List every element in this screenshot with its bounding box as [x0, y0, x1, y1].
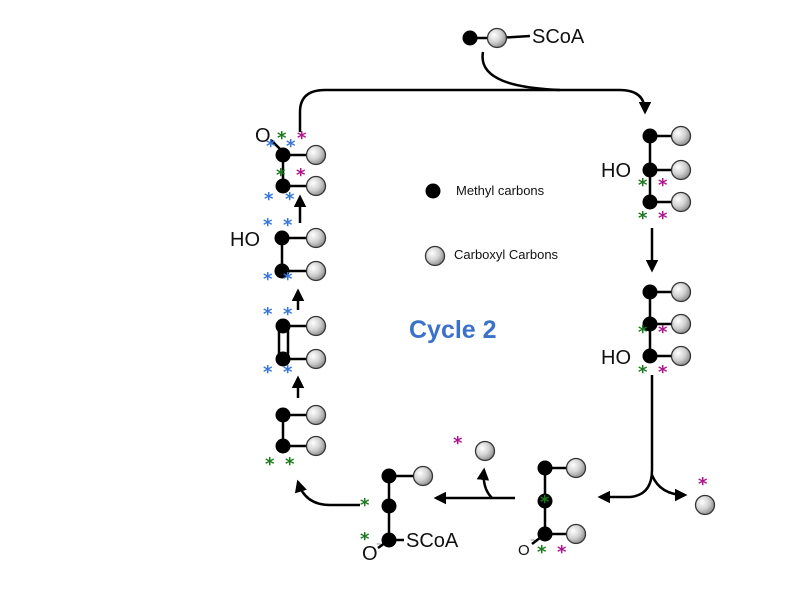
star-blue: * [263, 215, 273, 236]
molecule-left-bottom [275, 404, 327, 457]
scoa-label-top: SCoA [532, 26, 585, 48]
star-blue: * [263, 304, 273, 325]
carboxyl-atom [486, 27, 508, 49]
arrow-release-carboxyl [650, 474, 688, 502]
star-blue: * [263, 362, 273, 383]
star-green: * [360, 529, 370, 550]
legend-methyl-label: Methyl carbons [456, 183, 545, 198]
o-minus-right: O [518, 542, 530, 559]
star-magenta: * [658, 175, 668, 196]
arrow-bottom-return [294, 479, 360, 507]
star-green: * [285, 454, 295, 475]
molecule-left-hydroxyl: HO [230, 227, 327, 282]
legend-carboxyl-label: Carboxyl Carbons [454, 247, 559, 262]
star-magenta: * [698, 474, 708, 495]
svg-text:⁻: ⁻ [530, 537, 535, 548]
star-green: * [638, 208, 648, 229]
acetyl-coa: SCoA [462, 26, 585, 49]
svg-text:⁻: ⁻ [376, 541, 381, 552]
star-magenta: * [297, 128, 307, 149]
o-minus-bottom: O [362, 543, 378, 565]
star-green: * [537, 542, 547, 563]
arrow-release-bottom [476, 467, 493, 499]
arrow-top [298, 88, 652, 132]
legend: Methyl carbons Carboxyl Carbons [424, 183, 559, 267]
ho-label-right-mid: HO [601, 347, 631, 369]
methyl-atom [462, 30, 478, 46]
legend-carboxyl-swatch [424, 245, 446, 267]
released-carboxyl-right [694, 494, 716, 516]
star-blue: * [263, 269, 273, 290]
arrow-right-cleavage [597, 375, 654, 504]
star-green: * [638, 175, 648, 196]
star-green: * [265, 454, 275, 475]
legend-methyl-swatch [425, 183, 441, 199]
star-magenta: * [557, 542, 567, 563]
star-blue: * [283, 362, 293, 383]
cycle-arrows [291, 51, 688, 507]
star-blue: * [283, 269, 293, 290]
star-green: * [277, 128, 287, 149]
label-stars: * * * * * * * * * * * * * * * * * * * * … [263, 128, 708, 563]
star-green: * [540, 492, 550, 513]
star-green: * [638, 362, 648, 383]
star-blue: * [283, 215, 293, 236]
molecule-right-mid: HO [601, 281, 692, 369]
star-magenta: * [658, 208, 668, 229]
o-label-left-top: O [255, 125, 271, 147]
star-blue: * [286, 136, 296, 157]
star-green: * [638, 322, 648, 343]
star-blue: * [266, 136, 276, 157]
released-carboxyl-bottom [474, 440, 496, 462]
star-magenta: * [658, 322, 668, 343]
molecule-left-double-bond [275, 315, 327, 370]
star-blue: * [283, 304, 293, 325]
molecule-bottom-left: SCoA O ⁻ [362, 465, 459, 565]
star-magenta: * [658, 362, 668, 383]
molecule-right-top: HO [601, 125, 692, 213]
molecule-left-keto: O [255, 125, 327, 197]
diagram-title: Cycle 2 [409, 316, 497, 344]
star-green: * [276, 165, 286, 186]
ho-label-left: HO [230, 229, 260, 251]
molecule-bottom-right: O ⁻ [518, 457, 587, 559]
star-magenta: * [453, 433, 463, 454]
star-blue: * [264, 189, 274, 210]
star-magenta: * [296, 165, 306, 186]
arrow-acetyl-in [481, 51, 561, 92]
ho-label-right-top: HO [601, 160, 631, 182]
star-green: * [360, 495, 370, 516]
scoa-label-bottom: SCoA [406, 530, 459, 552]
star-blue: * [285, 189, 295, 210]
